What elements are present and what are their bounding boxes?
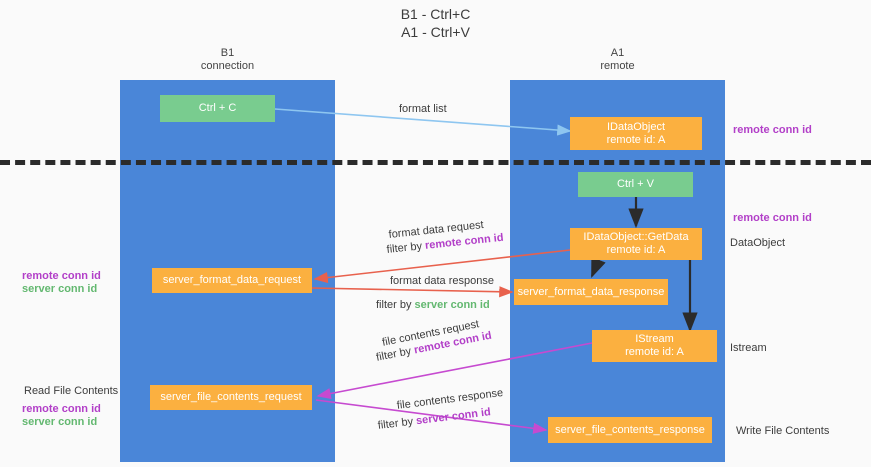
edge-label-format-list: format list xyxy=(399,103,447,115)
filter-key-server-conn-id: server conn id xyxy=(414,299,490,311)
column-header-b1-sub: connection xyxy=(200,60,255,72)
filter-prefix: filter by xyxy=(376,299,415,311)
node-ctrl-v[interactable]: Ctrl + V xyxy=(578,172,693,197)
node-server-file-contents-response-label: server_file_contents_response xyxy=(555,423,705,436)
annotation-remote-conn-id-top: remote conn id xyxy=(733,124,812,136)
node-idataobject-getdata[interactable]: IDataObject::GetData remote id: A xyxy=(570,228,702,260)
node-idataobject[interactable]: IDataObject remote id: A xyxy=(570,117,702,150)
filter-prefix: filter by xyxy=(377,415,417,432)
annotation-remote-conn-id-mid: remote conn id xyxy=(733,212,812,224)
node-ctrl-c[interactable]: Ctrl + C xyxy=(160,95,275,122)
column-header-a1-name: A1 xyxy=(610,47,625,59)
annotation-istream: Istream xyxy=(730,342,767,354)
node-istream[interactable]: IStream remote id: A xyxy=(592,330,717,362)
node-istream-sublabel: remote id: A xyxy=(625,346,684,358)
annotation-read-file-contents: Read File Contents xyxy=(24,385,119,397)
node-server-file-contents-request-label: server_file_contents_request xyxy=(160,391,302,403)
annotation-left-server-conn-id-bot: server conn id xyxy=(22,416,98,428)
column-header-b1-name: B1 xyxy=(220,47,235,59)
annotation-dataobject: DataObject xyxy=(730,237,786,249)
edge-label-format-data-response-filter: filter by server conn id xyxy=(376,298,490,312)
node-server-format-data-response[interactable]: server_format_data_response xyxy=(514,279,668,305)
filter-prefix: filter by xyxy=(375,344,416,364)
node-ctrl-v-label: Ctrl + V xyxy=(617,178,654,190)
annotation-left-remote-conn-id-mid: remote conn id xyxy=(22,270,101,282)
edge-label-file-contents-response-filter: filter by server conn id xyxy=(377,405,492,433)
edge-label-format-data-response: format data response xyxy=(390,275,494,287)
annotation-write-file-contents: Write File Contents xyxy=(736,425,830,437)
node-server-format-data-response-label: server_format_data_response xyxy=(517,285,665,298)
node-server-format-data-request[interactable]: server_format_data_request xyxy=(152,268,312,293)
section-divider xyxy=(0,160,871,165)
annotation-left-server-conn-id-mid: server conn id xyxy=(22,283,98,295)
node-ctrl-c-label: Ctrl + C xyxy=(198,102,237,114)
column-header-a1: A1 remote xyxy=(510,47,725,73)
diagram-title-line1: B1 - Ctrl+C xyxy=(400,6,471,22)
filter-prefix: filter by xyxy=(386,239,426,256)
diagram-title-line2: A1 - Ctrl+V xyxy=(401,24,470,40)
column-header-b1: B1 connection xyxy=(120,47,335,73)
node-idataobject-label: IDataObject xyxy=(606,120,666,133)
column-header-a1-sub: remote xyxy=(600,60,635,72)
node-idataobject-getdata-label: IDataObject::GetData xyxy=(583,231,689,243)
node-idataobject-sublabel: remote id: A xyxy=(606,133,666,146)
node-server-file-contents-response[interactable]: server_file_contents_response xyxy=(548,417,712,443)
annotation-left-remote-conn-id-bot: remote conn id xyxy=(22,403,101,415)
node-istream-label: IStream xyxy=(635,333,674,345)
node-server-file-contents-request[interactable]: server_file_contents_request xyxy=(150,385,312,410)
edge-format-data-response xyxy=(311,286,514,298)
node-server-format-data-request-label: server_format_data_request xyxy=(162,274,302,286)
node-idataobject-getdata-sublabel: remote id: A xyxy=(606,244,666,256)
